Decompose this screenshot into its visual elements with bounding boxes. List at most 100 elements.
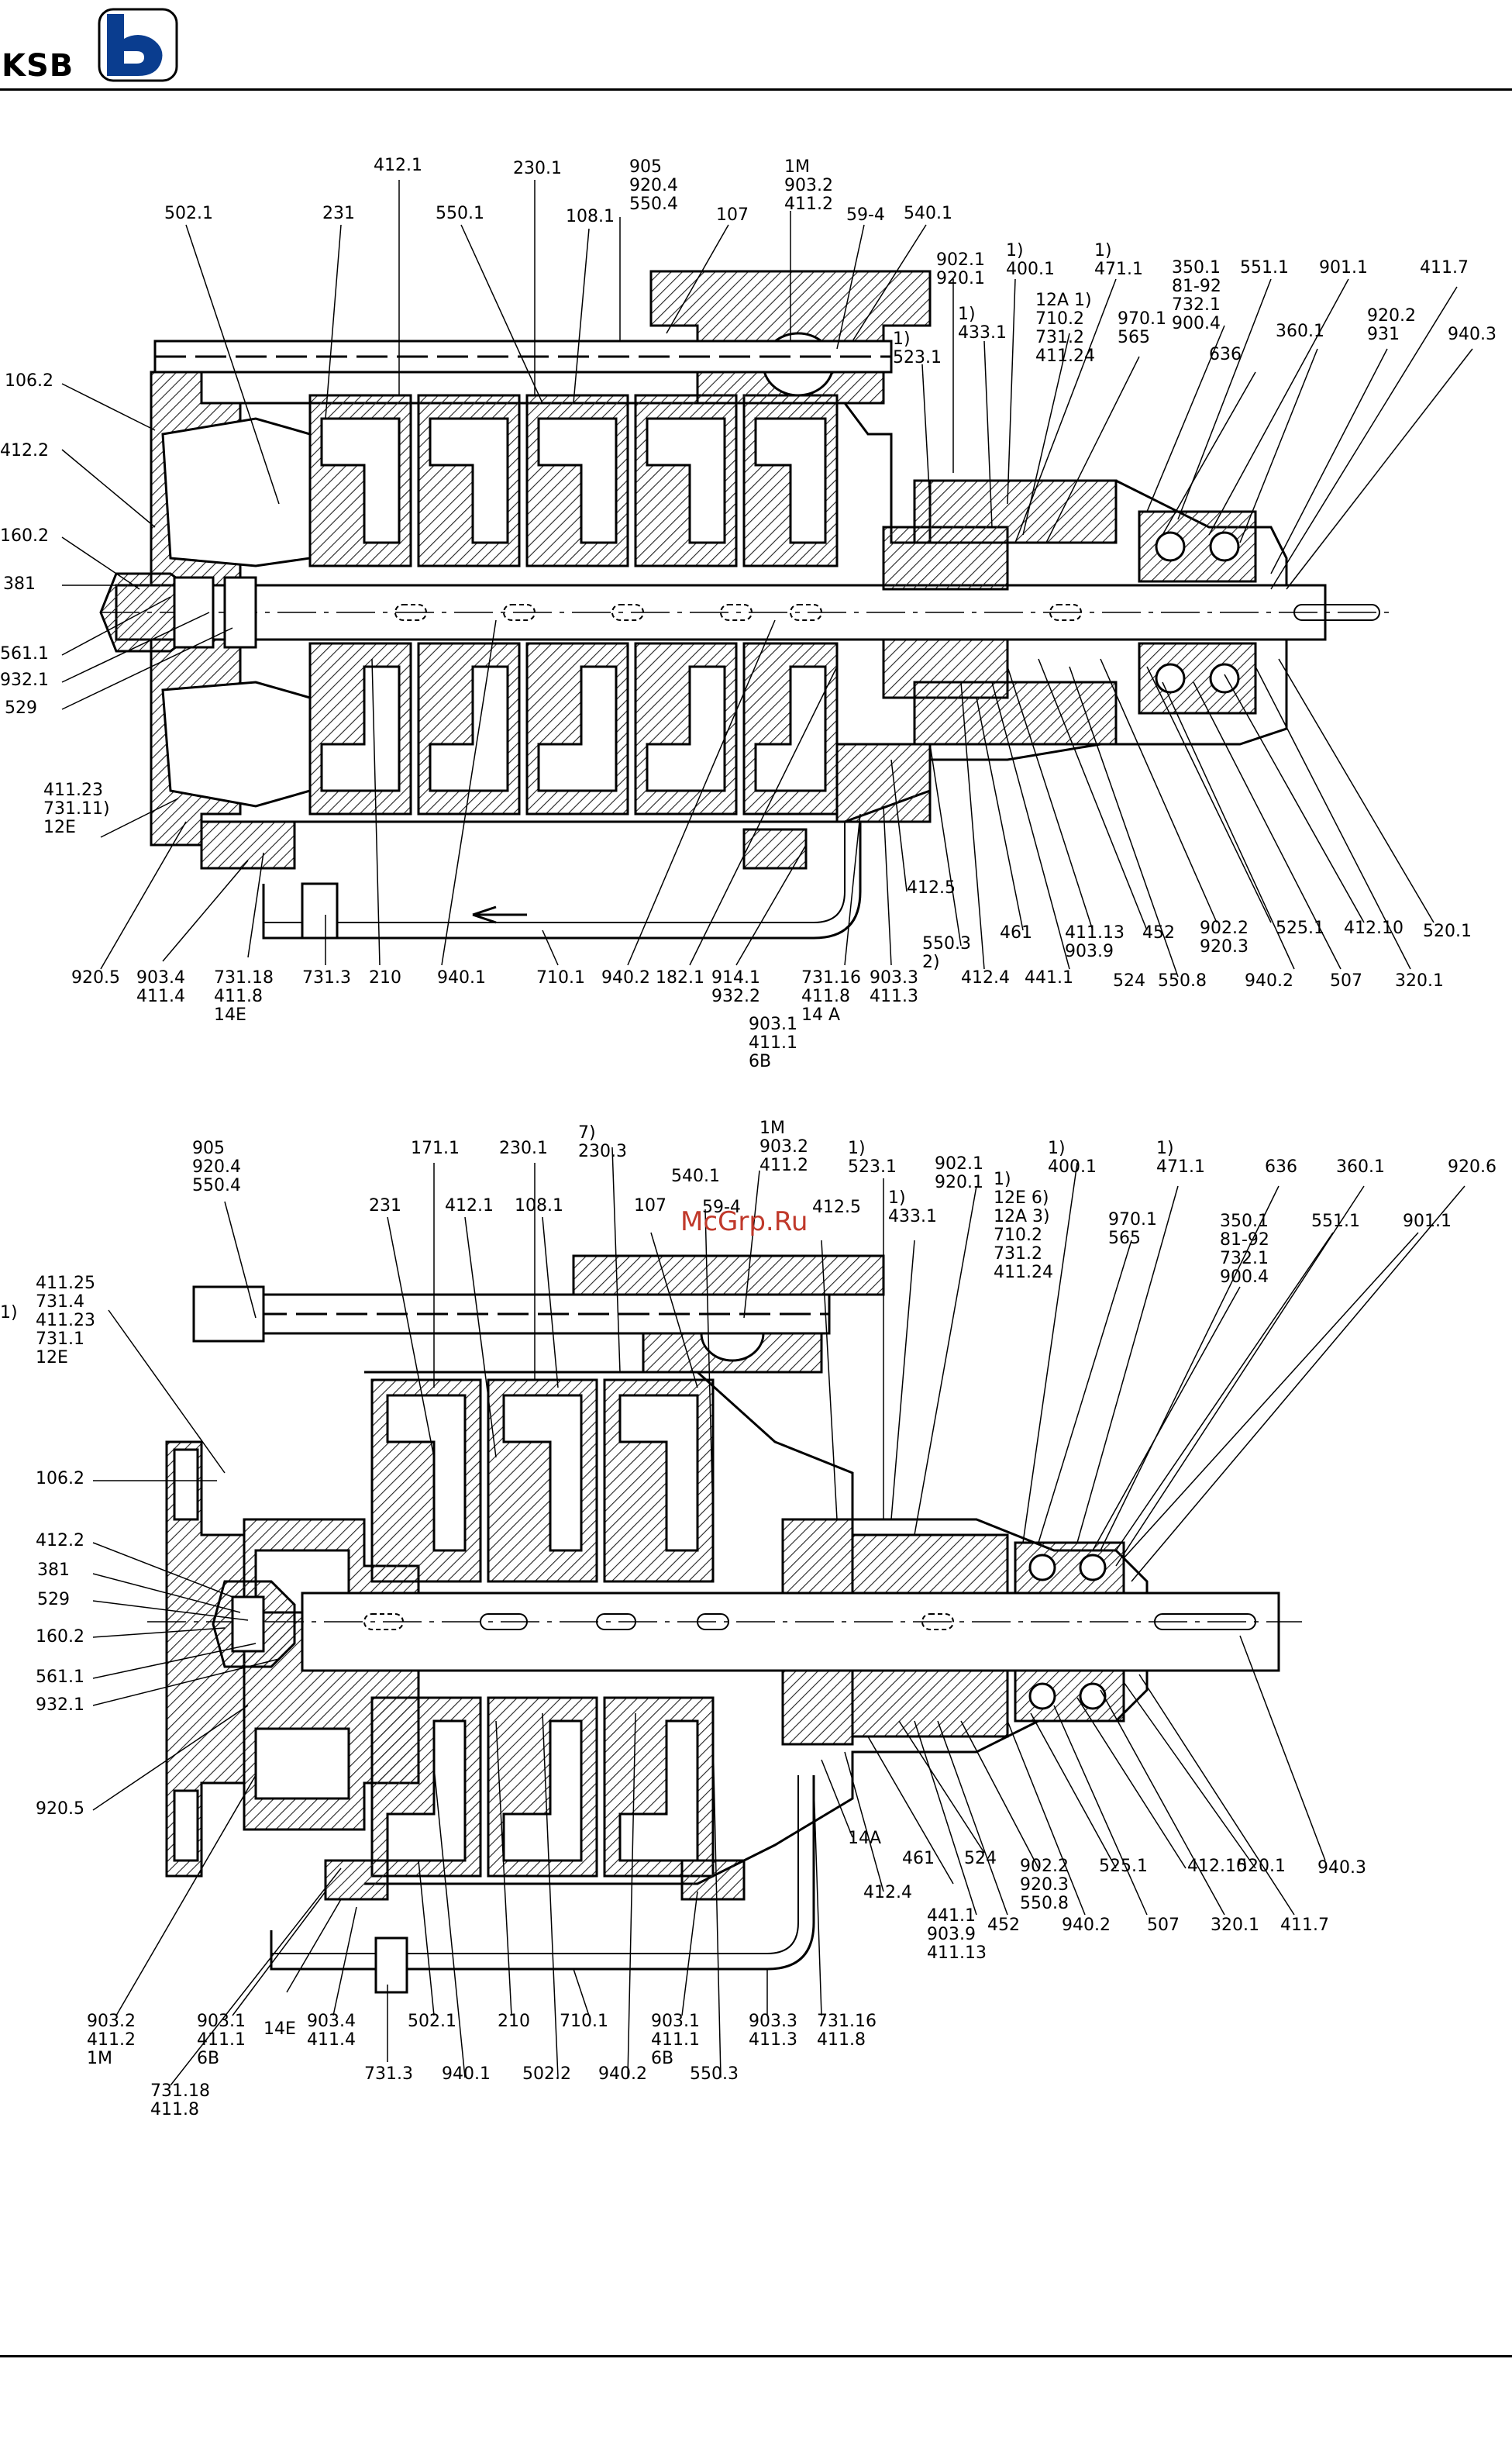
label-461: 461 <box>1000 923 1032 943</box>
label-551-1: 551.1 <box>1240 258 1289 278</box>
label-160-2-b: 160.2 <box>36 1627 84 1647</box>
label-411-7-b: 411.7 <box>1280 1916 1329 1935</box>
label-731-3-b: 731.3 <box>364 2064 413 2084</box>
label-14a-b: 14A <box>848 1829 882 1848</box>
label-523-1: 1) 523.1 <box>893 329 942 367</box>
ksb-b-mark-icon <box>98 8 178 82</box>
label-507: 507 <box>1330 971 1362 991</box>
label-441-1: 441.1 <box>1025 968 1073 988</box>
label-940-2-b1: 940.2 <box>598 2064 647 2084</box>
label-903-3-group: 903.3 411.3 <box>870 968 918 1006</box>
label-903-4-group-b: 903.4 411.4 <box>307 2012 356 2050</box>
label-920-6: 920.6 <box>1448 1157 1497 1177</box>
label-107: 107 <box>716 205 749 225</box>
label-400-1: 1) 400.1 <box>1006 241 1055 279</box>
label-970-1-group-b: 970.1 565 <box>1108 1210 1157 1248</box>
label-710-1: 710.1 <box>536 968 585 988</box>
label-970-1-group: 970.1 565 <box>1118 309 1166 347</box>
label-550-3-b: 550.3 <box>690 2064 739 2084</box>
label-940-1-b: 940.1 <box>442 2064 491 2084</box>
label-502-2: 502.2 <box>522 2064 571 2084</box>
label-452-b: 452 <box>987 1916 1020 1935</box>
ksb-logo: KSB <box>0 6 186 84</box>
label-160-2: 160.2 <box>0 526 49 546</box>
label-932-1-b: 932.1 <box>36 1695 84 1715</box>
label-412-5: 412.5 <box>907 878 956 898</box>
label-520-1: 520.1 <box>1423 922 1472 941</box>
label-561-1: 561.1 <box>0 644 49 664</box>
label-350-1-group-b: 350.1 81-92 732.1 900.4 <box>1220 1212 1269 1287</box>
label-905-group: 905 920.4 550.4 <box>629 157 678 214</box>
label-1m-group: 1M 903.2 411.2 <box>784 157 833 214</box>
label-412-1-b: 412.1 <box>445 1196 494 1216</box>
label-412-2: 412.2 <box>0 441 49 460</box>
label-230-1: 230.1 <box>513 159 562 178</box>
label-731-16-group: 731.16 411.8 14 A <box>801 968 861 1025</box>
label-411-25-group: 411.25 731.4 411.23 731.1 12E <box>36 1274 95 1367</box>
label-529: 529 <box>5 698 37 718</box>
label-551-1-b: 551.1 <box>1311 1212 1360 1231</box>
label-441-1-group-b: 441.1 903.9 411.13 <box>927 1906 987 1963</box>
label-550-8: 550.8 <box>1158 971 1207 991</box>
label-902-1-group: 902.1 920.1 <box>936 250 985 288</box>
label-903-1-group-b2: 903.1 411.1 6B <box>651 2012 700 2068</box>
label-412-5-b: 412.5 <box>812 1198 861 1217</box>
label-903-1-group: 903.1 411.1 6B <box>749 1015 797 1071</box>
label-108-1: 108.1 <box>566 207 615 226</box>
label-636: 636 <box>1209 345 1242 364</box>
label-940-3-b: 940.3 <box>1317 1858 1366 1878</box>
label-731-16-group-b: 731.16 411.8 <box>817 2012 877 2050</box>
label-452: 452 <box>1142 923 1175 943</box>
label-903-4-group: 903.4 411.4 <box>136 968 185 1006</box>
label-1m-group-b: 1M 903.2 411.2 <box>759 1119 808 1175</box>
drawing-bottom <box>92 1147 1466 2086</box>
label-12e-group-b: 1) 12E 6) 12A 3) 710.2 731.2 411.24 <box>994 1170 1053 1282</box>
label-902-2-group-b: 902.2 920.3 550.8 <box>1020 1857 1069 1913</box>
label-902-2-group: 902.2 920.3 <box>1200 919 1249 957</box>
label-540-1: 540.1 <box>904 204 952 223</box>
label-940-2-a: 940.2 <box>601 968 650 988</box>
label-106-2: 106.2 <box>5 371 53 391</box>
label-360-1-b: 360.1 <box>1336 1157 1385 1177</box>
label-940-3: 940.3 <box>1448 325 1497 344</box>
label-412-4-b: 412.4 <box>863 1883 912 1902</box>
label-412-10: 412.10 <box>1344 919 1404 938</box>
label-940-2-b: 940.2 <box>1245 971 1293 991</box>
label-231-b: 231 <box>369 1196 401 1216</box>
label-920-5: 920.5 <box>71 968 120 988</box>
label-901-1: 901.1 <box>1319 258 1368 278</box>
label-731-18-group-b: 731.18 411.8 <box>150 2081 210 2119</box>
label-381: 381 <box>3 574 36 594</box>
label-525-1-b: 525.1 <box>1099 1857 1148 1876</box>
label-523-1-b: 1) 523.1 <box>848 1139 897 1177</box>
label-12a-group: 12A 1) 710.2 731.2 411.24 <box>1035 291 1095 366</box>
label-903-2-group-b: 903.2 411.2 1M <box>87 2012 136 2068</box>
label-502-1: 502.1 <box>164 204 213 223</box>
label-550-3: 550.3 2) <box>922 934 971 972</box>
label-230-3: 7) 230.3 <box>578 1123 627 1161</box>
watermark: McGrp.Ru <box>680 1206 808 1237</box>
footer-rule <box>0 2355 1512 2357</box>
brand-name: KSB <box>2 48 74 84</box>
label-636-b: 636 <box>1265 1157 1297 1177</box>
label-320-1-b: 320.1 <box>1211 1916 1259 1935</box>
label-433-1-b: 1) 433.1 <box>888 1188 937 1226</box>
label-520-1-b: 520.1 <box>1237 1857 1286 1876</box>
label-903-1-group-b1: 903.1 411.1 6B <box>197 2012 246 2068</box>
label-59-4: 59-4 <box>846 205 885 225</box>
label-524: 524 <box>1113 971 1145 991</box>
label-350-1-group: 350.1 81-92 732.1 900.4 <box>1172 258 1221 333</box>
label-502-1-b: 502.1 <box>408 2012 456 2031</box>
label-412-2-b: 412.2 <box>36 1531 84 1550</box>
label-902-1-group-b: 902.1 920.1 <box>935 1154 983 1192</box>
label-231: 231 <box>322 204 355 223</box>
label-471-1: 1) 471.1 <box>1094 241 1143 279</box>
label-note-1: 1) <box>0 1303 18 1323</box>
label-210: 210 <box>369 968 401 988</box>
label-932-1: 932.1 <box>0 671 49 690</box>
label-107-b: 107 <box>634 1196 666 1216</box>
header-rule <box>0 88 1512 91</box>
label-412-4: 412.4 <box>961 968 1010 988</box>
label-411-7: 411.7 <box>1420 258 1469 278</box>
